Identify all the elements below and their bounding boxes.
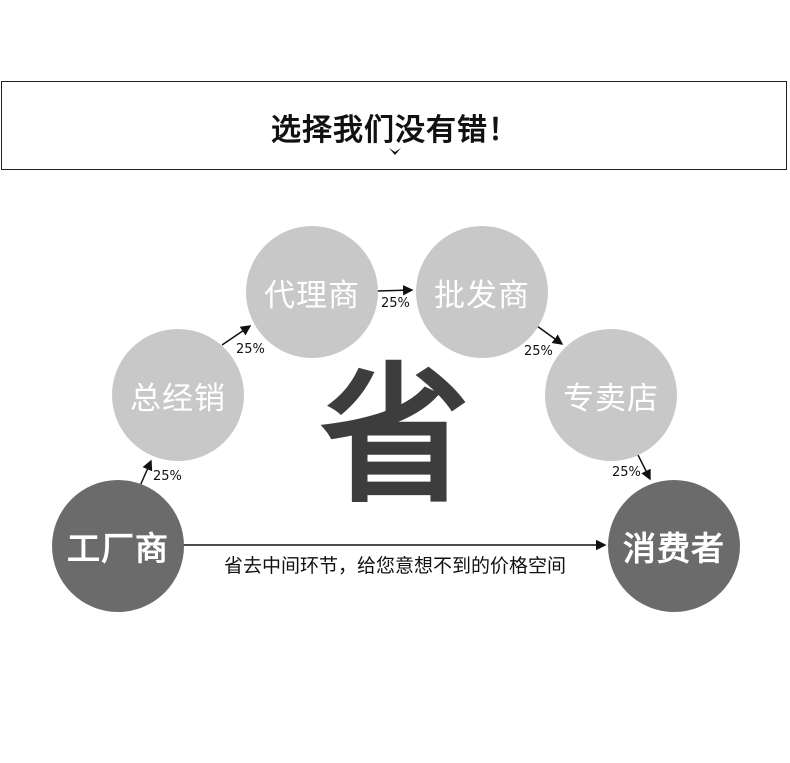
node-store: 专卖店 [545, 329, 677, 461]
arrow-store-to-consumer [637, 454, 651, 481]
chevron-down-icon [389, 148, 401, 155]
node-consumer: 消费者 [608, 480, 740, 612]
node-factory: 工厂商 [52, 480, 184, 612]
header-title: 选择我们没有错！ [271, 113, 519, 148]
markup-label: 25% [381, 296, 410, 311]
arrow-general-to-agent [221, 325, 252, 346]
markup-label: 25% [524, 344, 553, 359]
header-box [1, 81, 787, 170]
markup-label: 25% [236, 342, 265, 357]
node-agent: 代理商 [246, 226, 378, 358]
center-character: 省 [320, 350, 471, 524]
node-wholesaler: 批发商 [416, 226, 548, 358]
node-general-distributor: 总经销 [112, 329, 244, 461]
slogan-text: 省去中间环节，给您意想不到的价格空间 [223, 555, 566, 577]
arrow-agent-to-wholesaler [376, 285, 414, 296]
markup-label: 25% [612, 465, 641, 480]
arrow-factory-to-general [139, 459, 153, 487]
markup-label: 25% [153, 469, 182, 484]
arrow-wholesaler-to-store [536, 325, 564, 345]
